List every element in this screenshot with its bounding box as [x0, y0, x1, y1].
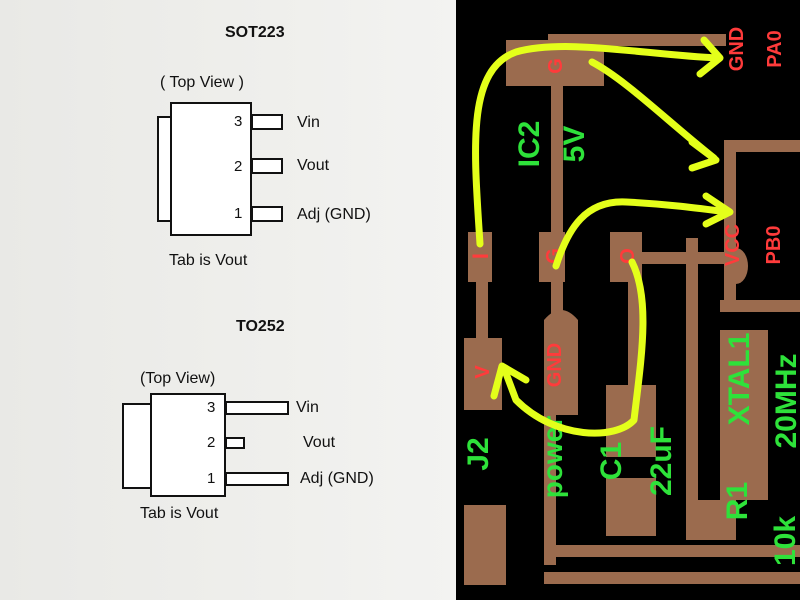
- to252-lead-3: [225, 401, 289, 415]
- sot223-view-label: ( Top View ): [160, 74, 244, 91]
- c1-designator: C1: [595, 442, 628, 480]
- j2-pad-gnd: [544, 310, 578, 415]
- gnd-trace-bottom-2: [544, 572, 800, 584]
- sot223-tab-note: Tab is Vout: [169, 252, 248, 269]
- arrow-in-to-gnd: [472, 43, 722, 248]
- to252-lead-2: [225, 437, 245, 449]
- sot223-pin3-number: 3: [234, 113, 243, 130]
- xtal-trace: [686, 238, 698, 508]
- to252-pin1-label: Adj (GND): [300, 470, 374, 487]
- xtal1-pad: [720, 330, 768, 500]
- header-pb0-label: PB0: [763, 226, 785, 265]
- to252-pin3-label: Vin: [296, 399, 319, 416]
- sot223-lead-1: [251, 206, 283, 222]
- j2-pin-v-label: V: [472, 365, 494, 379]
- ic2-designator: IC2: [513, 121, 546, 168]
- to252-lead-1: [225, 472, 289, 486]
- to252-pin2-label: Vout: [303, 434, 336, 451]
- pcb-canvas: G I G O V GND GND PA0 VCC PB0 IC2 5V J2 …: [462, 27, 800, 585]
- to252-title: TO252: [236, 318, 285, 335]
- arrow-in-to-gnd-head: [696, 36, 724, 78]
- arrow-tab-to-gnd-head: [688, 138, 720, 172]
- c1-pad-bottom: [606, 478, 656, 536]
- gnd-trace-low: [544, 415, 556, 565]
- in-trace: [476, 280, 488, 340]
- arrow-out-to-v-head: [490, 362, 530, 400]
- j2-pin-gnd-label: GND: [544, 343, 566, 387]
- j2-designator: J2: [462, 437, 495, 470]
- arrow-gnd-to-vcc: [552, 198, 732, 270]
- ic2-tab-label: G: [545, 58, 567, 74]
- vcc-pad: [724, 248, 748, 284]
- to252-pin1-number: 1: [207, 470, 216, 487]
- gnd-trace-top: [548, 34, 726, 46]
- pcb-layout-panel: G I G O V GND GND PA0 VCC PB0 IC2 5V J2 …: [456, 0, 800, 600]
- sot223-pin1-label: Adj (GND): [297, 206, 371, 223]
- xtal1-designator: XTAL1: [723, 333, 756, 426]
- header-vcc-label: VCC: [722, 224, 744, 266]
- sot223-tab: [157, 116, 171, 222]
- sot223-title: SOT223: [225, 24, 285, 41]
- ic2-pin-out-label: O: [617, 248, 639, 264]
- ic2-pin-in-label: I: [468, 253, 493, 259]
- arrow-out-to-v: [500, 258, 647, 437]
- gnd-trace-bottom: [544, 545, 800, 557]
- header-gnd-label: GND: [726, 27, 748, 71]
- r1-value: 10k: [769, 516, 800, 566]
- pad-labels: G I G O V GND GND PA0 VCC PB0: [468, 27, 786, 387]
- silkscreen-layer: IC2 5V J2 power C1 22uF XTAL1 20MHz R1 1…: [462, 121, 800, 566]
- sot223-lead-3: [251, 114, 283, 130]
- sot223-pin2-number: 2: [234, 158, 243, 175]
- to252-pin3-number: 3: [207, 399, 216, 416]
- sot223-pin3-label: Vin: [297, 114, 320, 131]
- arrow-gnd-to-vcc-head: [702, 192, 734, 228]
- ic2-gnd-trace: [551, 82, 563, 232]
- ic2-value: 5V: [558, 126, 591, 163]
- to252-body: [150, 393, 226, 497]
- gnd-trace-mid: [551, 280, 563, 320]
- to252-tab: [122, 403, 152, 489]
- sot223-pin2-label: Vout: [297, 157, 330, 174]
- sot223-pin1-number: 1: [234, 205, 243, 222]
- c1-value: 22uF: [645, 426, 678, 496]
- r1-designator: R1: [721, 482, 754, 520]
- right-trace-mid: [720, 300, 800, 312]
- xtal1-value: 20MHz: [770, 353, 800, 448]
- to252-view-label: (Top View): [140, 370, 216, 387]
- j2-mount-pad: [464, 505, 506, 585]
- header-pa0-label: PA0: [764, 30, 786, 67]
- to252-tab-note: Tab is Vout: [140, 505, 219, 522]
- datasheet-panel: SOT223 ( Top View ) 3 2 1 Vin Vout Adj (…: [0, 0, 456, 600]
- r1-pad: [686, 500, 736, 540]
- sot223-lead-2: [251, 158, 283, 174]
- to252-pin2-number: 2: [207, 434, 216, 451]
- copper-layer: [464, 34, 800, 585]
- annotation-arrows: [472, 36, 734, 437]
- right-trace-top: [732, 140, 800, 152]
